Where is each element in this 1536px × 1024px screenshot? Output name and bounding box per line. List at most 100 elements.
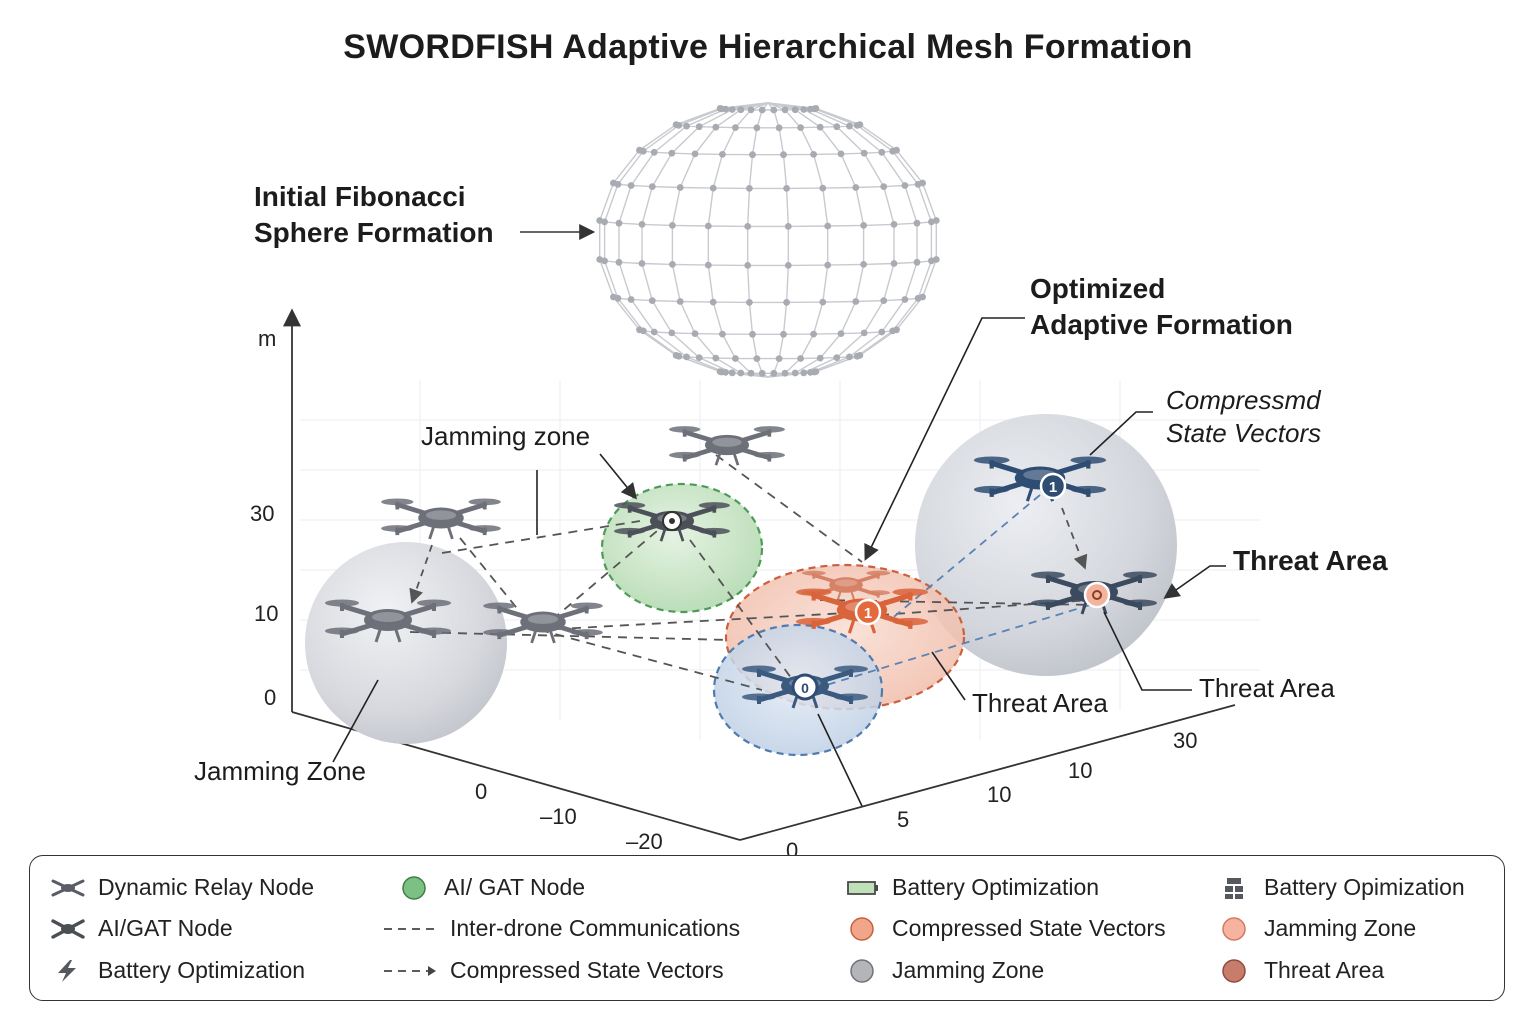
legend-item-inter-drone: Inter-drone Communications: [382, 915, 740, 942]
sphere-node: [719, 151, 726, 158]
sphere-node: [639, 147, 647, 155]
sphere-node: [833, 123, 841, 131]
sphere-node: [638, 221, 646, 228]
jamming-zone-label-top: Jamming zone: [421, 421, 591, 451]
sphere-node: [856, 121, 864, 128]
sphere-node: [712, 354, 720, 362]
sphere-node: [816, 123, 824, 131]
sphere-node: [781, 369, 789, 377]
sphere-node: [932, 256, 940, 263]
sphere-node: [615, 258, 623, 266]
legend-label-battery-opt-2: Battery Optimization: [892, 874, 1100, 900]
sphere-node: [775, 124, 783, 132]
threat-sphere-right: [915, 414, 1177, 676]
badge-front-blue: 0: [791, 673, 819, 701]
relay-arrows: [409, 507, 1088, 604]
sphere-node: [648, 183, 656, 191]
sphere-node: [800, 106, 808, 113]
sphere-node: [728, 369, 736, 377]
sphere-node: [732, 124, 739, 131]
sphere-node: [683, 353, 690, 361]
badge-top-right: 1: [1039, 472, 1067, 500]
sphere-node: [833, 354, 841, 361]
sphere-node: [627, 182, 635, 189]
sphere-node: [800, 369, 808, 377]
badge-center-orange: 1: [854, 598, 882, 626]
sphere-node: [712, 123, 720, 131]
sphere-node: [675, 122, 683, 129]
axis-tick-right-30: 30: [1173, 728, 1198, 753]
sphere-node: [880, 297, 888, 304]
sphere-node: [676, 298, 684, 305]
legend-label-gat-node-circle: AI/ GAT Node: [444, 874, 586, 900]
sphere-node: [758, 106, 766, 114]
state-vector-links: [809, 494, 1091, 691]
sphere-node: [860, 149, 868, 157]
sphere-node: [784, 223, 792, 230]
fibonacci-sphere: [596, 102, 940, 378]
sphere-node: [683, 122, 690, 130]
legend-label-gat-node: AI/GAT Node: [98, 915, 233, 941]
sphere-node: [781, 106, 789, 114]
sphere-node: [770, 369, 778, 377]
sphere-node: [919, 293, 926, 301]
legend-item-gat-node-circle: AI/ GAT Node: [396, 874, 585, 901]
sphere-node: [846, 122, 853, 130]
sphere-node: [722, 369, 729, 376]
jamming-zone-label-bottom: Jamming Zone: [194, 756, 366, 786]
sphere-node: [784, 262, 792, 269]
axis-tick-left-0: 0: [475, 779, 488, 804]
sphere-node: [878, 148, 886, 156]
drone-top: [669, 426, 785, 465]
sphere-node: [737, 106, 745, 114]
sphere-node: [770, 106, 778, 114]
badge-center-orange-number: 1: [864, 605, 872, 622]
sphere-node: [746, 185, 753, 192]
sphere-node: [695, 123, 703, 131]
sphere-node: [704, 261, 712, 269]
axis-tick-left-minus20: –20: [626, 829, 663, 854]
legend-label-compressed-circle: Compressed State Vectors: [892, 915, 1166, 941]
sphere-node: [890, 221, 898, 228]
diagram-title: SWORDFISH Adaptive Hierarchical Mesh For…: [343, 28, 1193, 66]
sphere-node: [819, 184, 827, 192]
sphere-node: [746, 299, 753, 306]
initial-formation-label-line2: Sphere Formation: [254, 217, 494, 248]
sphere-node: [650, 148, 658, 156]
axis-tick-right-10b: 10: [1068, 758, 1093, 783]
sphere-node: [791, 369, 799, 377]
compressed-vectors-label-line1: Compressmd: [1166, 385, 1321, 415]
sphere-node: [901, 296, 909, 303]
badge-top-right-number: 1: [1049, 479, 1057, 496]
sphere-node: [614, 180, 622, 188]
legend-item-battery-opt-2: Battery Optimization: [844, 874, 1099, 901]
sphere-node: [691, 150, 699, 158]
sphere-node: [650, 328, 658, 336]
legend-item-compressed-arrow: Compressed State Vectors: [382, 957, 724, 984]
green-circle-icon: [396, 875, 432, 901]
salmon-circle-icon: [1216, 916, 1252, 942]
sphere-node: [615, 219, 623, 227]
sphere-node: [704, 222, 712, 230]
legend-label-battery-opt-1: Battery Optimization: [98, 957, 306, 983]
sphere-node: [797, 124, 804, 131]
optimized-formation-label-line1: Optimized: [1030, 273, 1166, 304]
sphere-node: [669, 261, 676, 268]
sphere-node: [837, 330, 845, 337]
sphere-node: [747, 369, 755, 377]
sphere-node: [816, 354, 824, 362]
badge-threat-right: [1083, 581, 1111, 609]
sphere-node: [695, 354, 703, 361]
sphere-node: [878, 328, 886, 336]
sphere-node: [648, 297, 656, 304]
axis-tick-right-10a: 10: [987, 782, 1012, 807]
sphere-node: [614, 294, 622, 302]
sphere-node: [627, 296, 635, 303]
sphere-node: [719, 330, 726, 338]
sphere-node: [669, 222, 676, 229]
sphere-node: [810, 330, 817, 338]
sphere-node: [732, 355, 739, 362]
axis-tick-v-30: 30: [250, 501, 275, 526]
sphere-wireframe: [599, 102, 937, 378]
dashed-arrow-icon: [382, 958, 438, 984]
